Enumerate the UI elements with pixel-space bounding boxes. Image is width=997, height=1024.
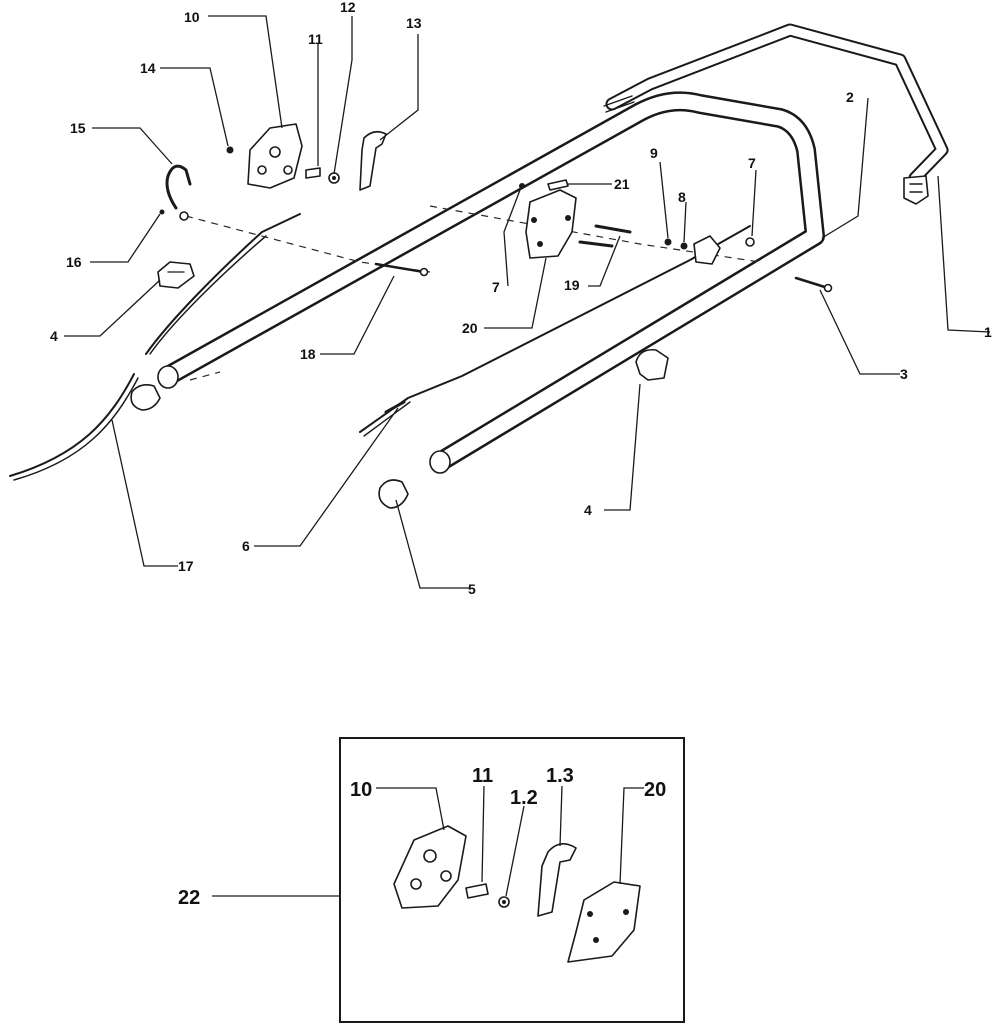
- label-7-right: 7: [748, 155, 756, 171]
- kit-inset-frame: [339, 737, 685, 1023]
- leader-lines: [64, 15, 991, 589]
- label-15: 15: [70, 120, 86, 136]
- label-11: 11: [308, 31, 323, 47]
- label-2: 2: [846, 89, 854, 105]
- inset-housing-half: [567, 881, 641, 963]
- handle-clamp-left: [157, 261, 195, 289]
- handle-clamp-right: [635, 348, 669, 381]
- label-19: 19: [564, 277, 580, 293]
- label-18: 18: [300, 346, 316, 362]
- inset-label-10: 10: [350, 779, 372, 801]
- label-7-left: 7: [492, 279, 500, 295]
- inset-washer: [465, 883, 489, 899]
- tube-end-left: [157, 365, 179, 389]
- knob-lower: [378, 479, 409, 509]
- label-22: 22: [178, 887, 200, 909]
- label-12: 12: [340, 0, 356, 15]
- label-14: 14: [140, 60, 156, 76]
- inset-lever: [537, 843, 577, 917]
- label-21: 21: [614, 176, 630, 192]
- label-10: 10: [184, 9, 200, 25]
- label-4-left: 4: [50, 328, 58, 344]
- label-17: 17: [178, 558, 194, 574]
- label-8: 8: [678, 189, 686, 205]
- assembly-lines: [185, 205, 761, 381]
- label-6: 6: [242, 538, 250, 554]
- inset-label-13: 1.3: [546, 765, 574, 787]
- label-1: 1: [984, 324, 992, 340]
- label-20: 20: [462, 320, 478, 336]
- control-lever: [359, 130, 387, 191]
- kit-inset: 22 10 11 1.2 1.3 20: [178, 737, 685, 1023]
- inset-label-11: 11: [472, 765, 493, 787]
- label-4-right: 4: [584, 502, 592, 518]
- knob-left: [130, 384, 161, 411]
- tube-end-right: [429, 450, 451, 474]
- label-5: 5: [468, 581, 476, 597]
- label-13: 13: [406, 15, 422, 31]
- inset-label-12: 1.2: [510, 787, 538, 809]
- part-labels: 10 11 12 13 14 15 16 4 2 1 3 4 5 6 17 18…: [50, 0, 992, 597]
- label-9: 9: [650, 145, 658, 161]
- upper-handle: [605, 23, 949, 205]
- cable-clip: [693, 235, 721, 265]
- control-housing-half: [525, 189, 577, 259]
- lower-handle: [157, 91, 825, 474]
- parts: [130, 123, 833, 509]
- inset-label-20: 20: [644, 779, 666, 801]
- label-16: 16: [66, 254, 82, 270]
- label-3: 3: [900, 366, 908, 382]
